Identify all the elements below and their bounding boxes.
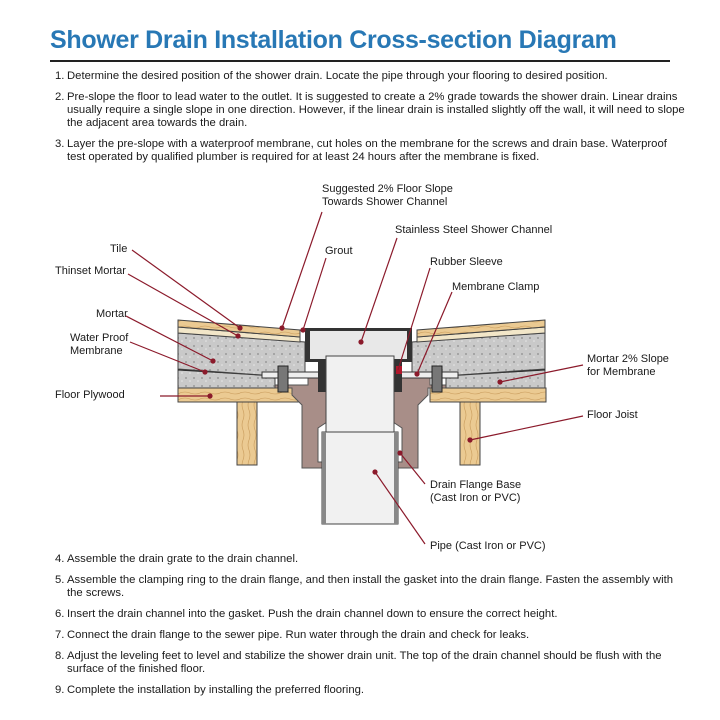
step-item: 8.Adjust the leveling feet to level and … (55, 650, 685, 676)
label-grout: Grout (325, 245, 353, 257)
rubber-sleeve-right (394, 362, 402, 392)
pipe-wall-right (394, 432, 398, 524)
step-text: Connect the drain flange to the sewer pi… (67, 629, 530, 641)
step-number: 7. (55, 629, 65, 641)
pipe-wall-left (322, 432, 326, 524)
shower-channel-inner (310, 331, 407, 359)
step-number: 6. (55, 608, 65, 620)
step-item: 5.Assemble the clamping ring to the drai… (55, 574, 685, 600)
step-text: Adjust the leveling feet to level and st… (67, 650, 662, 675)
label-pipe: Pipe (Cast Iron or PVC) (430, 540, 546, 552)
step-text: Insert the drain channel into the gasket… (67, 608, 558, 620)
label-membrane-clamp: Membrane Clamp (452, 281, 539, 293)
title-divider (50, 60, 670, 62)
step-item: 7.Connect the drain flange to the sewer … (55, 629, 685, 642)
membrane-clamp-left (261, 371, 323, 379)
membrane-clamp-right (397, 371, 459, 379)
step-text: Assemble the drain grate to the drain ch… (67, 553, 299, 565)
label-mortar: Mortar (96, 308, 128, 320)
steps-list-after: 4.Assemble the drain grate to the drain … (55, 553, 685, 705)
label-tile: Tile (110, 243, 127, 255)
channel-outlet (325, 355, 395, 433)
step-number: 1. (55, 70, 65, 82)
floor-joist-right (459, 401, 481, 466)
step-number: 9. (55, 684, 65, 696)
steps-list-before: 1.Determine the desired position of the … (55, 70, 685, 172)
plywood-right (429, 387, 547, 403)
leader-lines (125, 211, 584, 545)
step-number: 2. (55, 91, 65, 103)
step-item: 4.Assemble the drain grate to the drain … (55, 553, 685, 566)
screw-left (277, 365, 289, 393)
pipe (321, 431, 399, 525)
label-slope-line1: Suggested 2% Floor Slope (322, 183, 453, 195)
step-number: 8. (55, 650, 65, 662)
label-flange-line1: Drain Flange Base (430, 479, 521, 491)
label-joist: Floor Joist (587, 409, 638, 421)
step-text: Assemble the clamping ring to the drain … (67, 574, 673, 599)
step-item: 2.Pre-slope the floor to lead water to t… (55, 91, 685, 130)
label-channel: Stainless Steel Shower Channel (395, 224, 552, 236)
step-item: 6.Insert the drain channel into the gask… (55, 608, 685, 621)
step-text: Complete the installation by installing … (67, 684, 365, 696)
rubber-sleeve-marker (396, 366, 402, 374)
label-mortar-slope-line2: for Membrane (587, 366, 655, 378)
label-membrane-line1: Water Proof (70, 332, 129, 344)
step-text: Determine the desired position of the sh… (67, 70, 608, 82)
step-number: 3. (55, 138, 65, 150)
label-flange-line2: (Cast Iron or PVC) (430, 492, 520, 504)
label-membrane-line2: Membrane (70, 345, 123, 357)
step-number: 4. (55, 553, 65, 565)
label-slope-line2: Towards Shower Channel (322, 196, 447, 208)
page-title: Shower Drain Installation Cross-section … (50, 26, 617, 54)
label-rubber-sleeve: Rubber Sleeve (430, 256, 503, 268)
step-number: 5. (55, 574, 65, 586)
screw-right (431, 365, 443, 393)
rubber-sleeve-left (318, 362, 326, 392)
step-text: Pre-slope the floor to lead water to the… (67, 91, 685, 129)
label-thinset: Thinset Mortar (55, 265, 126, 277)
step-item: 3.Layer the pre-slope with a waterproof … (55, 138, 685, 164)
step-item: 1.Determine the desired position of the … (55, 70, 685, 83)
step-text: Layer the pre-slope with a waterproof me… (67, 138, 667, 163)
label-mortar-slope-line1: Mortar 2% Slope (587, 353, 669, 365)
label-plywood: Floor Plywood (55, 389, 125, 401)
tile-right (416, 319, 546, 338)
step-item: 9.Complete the installation by installin… (55, 684, 685, 697)
floor-joist-left (236, 401, 258, 466)
